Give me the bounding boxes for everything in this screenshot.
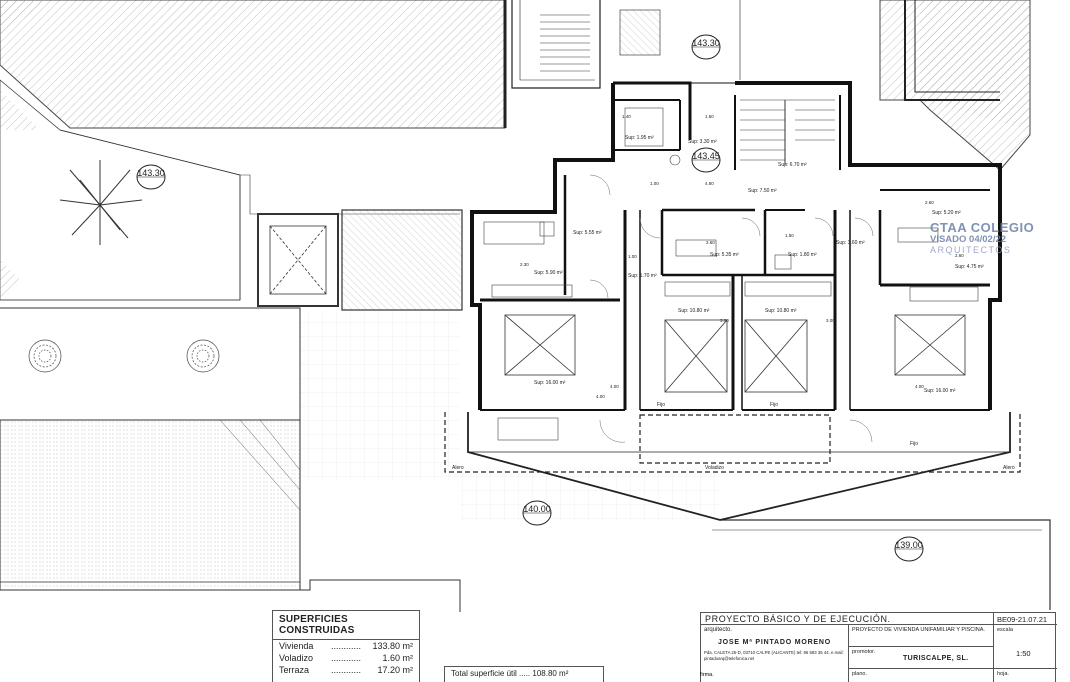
room-vestidor-left-sup: Sup: 5.55 m² (573, 230, 602, 236)
terrace-slab (467, 412, 1011, 521)
superficies-row-dots: ............ (331, 641, 362, 651)
house-walls (470, 81, 1002, 411)
label-fijo-c: Fijo (910, 441, 918, 447)
room-bano-left-sup: Sup: 5.90 m² (534, 270, 563, 276)
superficies-row: Vivienda ............ 133.80 m² (273, 640, 419, 652)
architect-cell: arquitecto. JOSE Mª PINTADO MORENO Pda. … (701, 625, 849, 682)
superficies-row: Terraza ............ 17.20 m² (273, 664, 419, 676)
title-block: PROYECTO BÁSICO Y DE EJECUCIÓN. BE09-21.… (700, 612, 1057, 682)
architect-label: arquitecto. (704, 627, 733, 633)
pool (0, 419, 301, 591)
room-aseo-small-dim: 1.40 (622, 114, 631, 119)
room-pasillo-top-dim: 1.50 (705, 114, 714, 119)
level-markers: 143.30 143.30 143.45 140.00 139.00 (136, 34, 924, 562)
room-dorm-left-sup: Sup: 16.00 m² (534, 380, 566, 386)
palm-tree (59, 160, 143, 245)
label-alero-left: Alero (452, 465, 464, 471)
terrain-hatch (0, 0, 1031, 301)
architect-name: JOSE Mª PINTADO MORENO (717, 639, 831, 646)
stair-top (540, 14, 590, 72)
promoter-cell: promotor. TURISCALPE, SL. (849, 647, 993, 669)
plano-label: plano. (852, 671, 867, 677)
scale-label: escala (997, 627, 1013, 633)
room-distribuidor-dim-a: 1.00 (650, 181, 659, 186)
room-aseo-center-sup: Sup: 1.80 m² (788, 252, 817, 258)
room-distribuidor-dim-b: 4.80 (705, 181, 714, 186)
promoter-label: promotor. (852, 649, 876, 655)
room-labels: Sup: 1.95 m² 1.40 Sup: 3.30 m² 1.50 Sup:… (520, 114, 984, 394)
superficie-util: Total superficie útil ..... 108.80 m² (444, 666, 604, 682)
room-escalera-sup: Sup: 6.70 m² (778, 162, 807, 168)
terrace-floor-bottom (460, 470, 720, 520)
room-bano-center-sup: Sup: 5.35 m² (710, 252, 739, 258)
level-left: 143.30 (137, 168, 165, 178)
room-paso-right-sup: Sup: 3.60 m² (836, 240, 865, 246)
room-aseo-center-dim: 1.50 (785, 233, 794, 238)
superficies-row-dots: ............ (331, 653, 362, 663)
dim-400-a: 4.00 (610, 384, 619, 389)
level-center: 143.45 (692, 151, 720, 161)
label-fijo-b: Fijo (770, 402, 778, 408)
room-paso-left-dim: 1.00 (628, 254, 637, 259)
room-dorm-center-b-sup: Sup: 10.80 m² (765, 308, 797, 314)
superficies-row-value: 133.80 m² (372, 641, 413, 651)
voladizo-outline (444, 412, 1021, 473)
lower-terrace (300, 519, 1051, 612)
superficies-row-value: 1.60 m² (382, 653, 413, 663)
room-dorm-right-sup: Sup: 16.00 m² (924, 388, 956, 394)
dim-300-a: 3.00 (720, 318, 729, 323)
room-pasillo-top-sup: Sup: 3.30 m² (688, 139, 717, 145)
wardrobes (491, 281, 979, 302)
superficies-row-label: Vivienda (279, 641, 314, 651)
superficies-title: SUPERFICIES CONSTRUIDAS (273, 611, 419, 640)
scale-cell: escala 1:50 (993, 625, 1057, 669)
architect-address: Pda. CALETA 25-D, 03710 CALPE (ALICANTE)… (704, 650, 844, 661)
bath-fixtures (483, 107, 939, 441)
scale-value: 1:50 (1016, 649, 1031, 658)
room-bano-center-dim: 2.60 (706, 240, 715, 245)
superficies-table: SUPERFICIES CONSTRUIDAS Vivienda .......… (272, 610, 420, 682)
promoter-name: TURISCALPE, SL. (903, 655, 969, 662)
room-vestidor-right-dim: 2.60 (955, 253, 964, 258)
stair-interior (740, 99, 835, 165)
plan-annotations: Fijo Fijo Fijo Voladizo Alero Alero 4.00… (452, 318, 1015, 471)
shrubs (28, 339, 220, 373)
level-bottom-right: 139.00 (895, 540, 923, 550)
superficies-row: Voladizo ............ 1.60 m² (273, 652, 419, 664)
room-vestidor-right-sup: Sup: 4.75 m² (955, 264, 984, 270)
room-aseo-small-sup: Sup: 1.95 m² (625, 135, 654, 141)
level-top: 143.30 (692, 38, 720, 48)
hoja-label: hoja. (993, 669, 1057, 682)
room-dorm-center-a-sup: Sup: 10.80 m² (678, 308, 710, 314)
level-bottom-center: 140.00 (523, 504, 551, 514)
room-distribuidor-sup: Sup: 7.50 m² (748, 188, 777, 194)
superficies-row-label: Voladizo (279, 653, 314, 663)
door-swings (589, 174, 874, 443)
label-alero-right: Alero (1003, 465, 1015, 471)
firma-label: firma. (700, 672, 714, 678)
dim-400-c: 4.00 (915, 384, 924, 389)
label-voladizo: Voladizo (705, 465, 724, 471)
dim-400-b: 4.00 (596, 394, 605, 399)
skylights (257, 209, 463, 311)
room-paso-left-sup: Sup: 1.70 m² (628, 273, 657, 279)
room-bano-right-top-dim: 2.60 (925, 200, 934, 205)
terrace-floor (300, 310, 460, 480)
room-bano-left-dim: 2.30 (520, 262, 529, 267)
superficies-row-label: Terraza (279, 665, 310, 675)
beds (504, 314, 966, 393)
project-description: PROYECTO DE VIVIENDA UNIFAMILIAR Y PISCI… (849, 625, 993, 647)
superficies-row-dots: ............ (331, 665, 362, 675)
room-bano-right-top-sup: Sup: 5.20 m² (932, 210, 961, 216)
label-fijo-a: Fijo (657, 402, 665, 408)
dim-300-b: 3.00 (826, 318, 835, 323)
project-reference: BE09-21.07.21 (993, 613, 1057, 625)
retaining-walls (503, 0, 1000, 128)
superficies-row-value: 17.20 m² (377, 665, 413, 675)
project-header: PROYECTO BÁSICO Y DE EJECUCIÓN. (701, 613, 993, 625)
